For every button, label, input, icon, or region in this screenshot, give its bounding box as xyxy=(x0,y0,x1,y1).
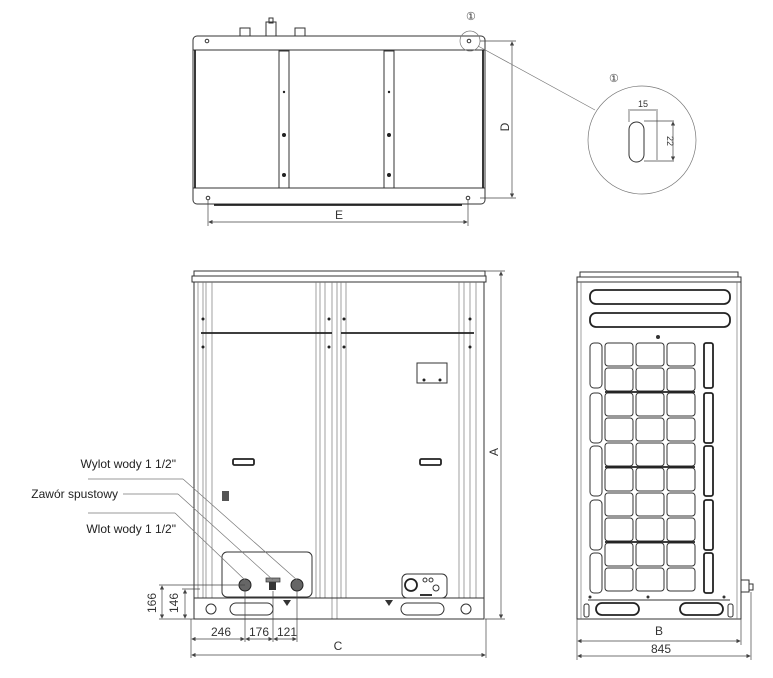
dimension-label-b: B xyxy=(655,624,663,638)
dimension-label-a: A xyxy=(487,448,501,456)
callout-water-inlet: Wlot wody 1 1/2" xyxy=(86,522,176,536)
dimension-label-d: D xyxy=(498,122,512,131)
detail-view: ① 15 22 xyxy=(587,73,697,195)
callout-drain-valve: Zawór spustowy xyxy=(31,487,118,501)
top-view: ① D E xyxy=(192,11,596,226)
detail-slot-width: 15 xyxy=(638,99,648,109)
dimension-121: 121 xyxy=(277,625,297,639)
air-grille xyxy=(589,342,714,594)
detail-view-marker: ① xyxy=(609,73,619,85)
side-view: B 845 xyxy=(576,271,754,660)
dimension-label-e: E xyxy=(335,208,343,222)
dimension-176: 176 xyxy=(249,625,269,639)
detail-marker-circle xyxy=(459,30,481,52)
detail-slot-height: 22 xyxy=(665,136,675,146)
dimension-246: 246 xyxy=(211,625,231,639)
dimension-label-c: C xyxy=(334,639,343,653)
callout-water-outlet: Wylot wody 1 1/2" xyxy=(80,457,176,471)
dimension-146: 146 xyxy=(167,593,181,613)
dimension-845: 845 xyxy=(651,642,671,656)
dimension-166: 166 xyxy=(145,593,159,613)
front-view: Wylot wody 1 1/2" Zawór spustowy Wlot wo… xyxy=(31,270,505,658)
detail-marker-label: ① xyxy=(466,11,476,23)
